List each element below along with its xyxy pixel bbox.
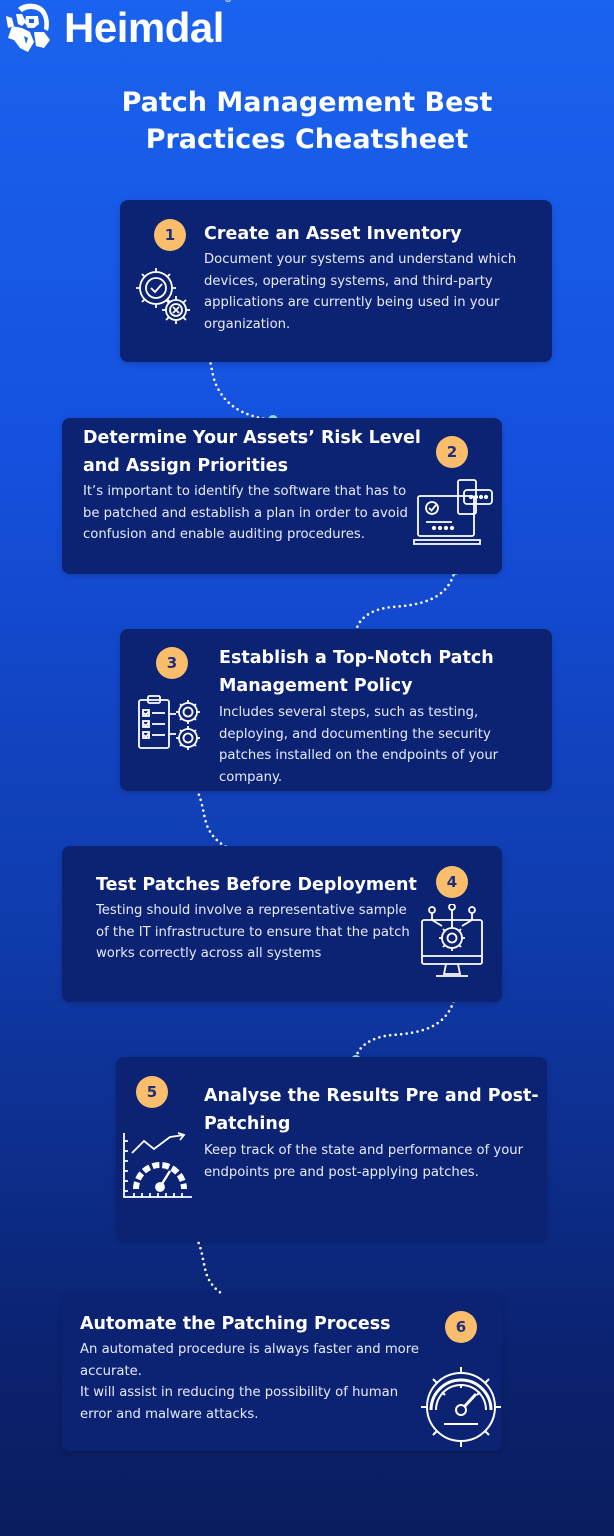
step-heading: Analyse the Results Pre and Post- Patchi…: [204, 1082, 539, 1138]
chart-gauge-icon: [120, 1127, 196, 1203]
step-heading-line: Analyse the Results Pre and Post-: [204, 1086, 539, 1106]
laptop-check-chat-icon: [412, 478, 496, 550]
step-description-line: accurate.: [80, 1363, 142, 1379]
step-description-line: deploying, and documenting the security: [219, 726, 491, 742]
step-description: An automated procedure is always faster …: [80, 1339, 419, 1425]
step-description-line: Document your systems and understand whi…: [204, 252, 517, 267]
step-heading: Establish a Top-Notch Patch Management P…: [219, 644, 494, 700]
gear-gauge-icon: [416, 1362, 506, 1452]
step-heading-line: Management Policy: [219, 676, 413, 696]
step-description: Keep track of the state and performance …: [204, 1140, 523, 1183]
step-description-line: works correctly across all systems: [96, 946, 322, 961]
title-line-2: Practices Cheatsheet: [145, 124, 469, 155]
heimdal-logo: Heimdal®: [4, 0, 232, 54]
viking-helmet-icon: [6, 3, 50, 52]
step-description-line: applications are currently being used in…: [204, 295, 500, 310]
step-description-line: confusion and enable auditing procedures…: [83, 527, 365, 542]
step-description-line: Testing should involve a representative …: [96, 903, 407, 918]
step-heading-line: Create an Asset Inventory: [204, 224, 462, 244]
step-heading: Test Patches Before Deployment: [96, 871, 417, 899]
title-line-1: Patch Management Best: [121, 87, 493, 118]
page-title: Patch Management Best Practices Cheatshe…: [0, 84, 614, 158]
step-description-line: error and malware attacks.: [80, 1406, 259, 1422]
step-card-4: 4 Test Patches Before Deployment Testing…: [62, 846, 502, 1002]
step-card-3: 3 Establish a Top-Notch Patch Management…: [120, 629, 552, 791]
step-number-badge: 6: [445, 1311, 477, 1343]
step-heading: Create an Asset Inventory: [204, 220, 462, 248]
step-heading-line: Determine Your Assets’ Risk Level: [83, 428, 421, 448]
step-description: It’s important to identify the software …: [83, 481, 408, 546]
step-number-badge: 4: [436, 866, 468, 898]
step-description: Document your systems and understand whi…: [204, 249, 516, 335]
step-heading-line: Automate the Patching Process: [80, 1314, 391, 1334]
step-heading: Automate the Patching Process: [80, 1310, 391, 1338]
connector-4-5: [354, 994, 457, 1062]
step-description-line: endpoints pre and post-applying patches.: [204, 1164, 479, 1180]
step-heading: Determine Your Assets’ Risk Level and As…: [83, 424, 421, 480]
step-card-2: 2 Determine Your Assets’ Risk Level and …: [62, 418, 502, 574]
step-description-line: It will assist in reducing the possibili…: [80, 1385, 399, 1400]
step-heading-line: Patching: [204, 1114, 291, 1134]
step-number-badge: 2: [436, 436, 468, 468]
step-number-badge: 3: [156, 647, 188, 679]
step-number-badge: 5: [136, 1076, 168, 1108]
step-description: Testing should involve a representative …: [96, 900, 410, 965]
step-description-line: devices, operating systems, and third-pa…: [204, 273, 493, 289]
step-description-line: of the IT infrastructure to ensure that …: [96, 924, 410, 940]
step-number-badge: 1: [154, 219, 186, 251]
step-description-line: Keep track of the state and performance …: [204, 1143, 524, 1158]
registered-mark: ®: [225, 0, 232, 4]
step-heading-line: and Assign Priorities: [83, 456, 289, 476]
step-description-line: organization.: [204, 316, 291, 332]
step-card-5: 5 Analyse the Results Pre and Post- Patc…: [116, 1057, 547, 1240]
step-heading-line: Establish a Top-Notch Patch: [219, 648, 494, 668]
step-description-line: patches installed on the endpoints of yo…: [219, 748, 499, 763]
step-description: Includes several steps, such as testing,…: [219, 702, 498, 788]
brand-name: Heimdal®: [64, 0, 232, 49]
gears-check-icon: [130, 262, 196, 328]
step-card-1: 1 Create an Asset Inventory Document you…: [120, 200, 552, 362]
connector-2-3: [354, 568, 457, 636]
step-description-line: Includes several steps, such as testing,: [219, 705, 479, 720]
step-card-6: 6 Automate the Patching Process An autom…: [62, 1294, 502, 1451]
monitor-gear-icon: [418, 904, 486, 984]
step-description-line: An automated procedure is always faster …: [80, 1342, 419, 1357]
checklist-gears-icon: [136, 694, 202, 754]
step-description-line: It’s important to identify the software …: [83, 484, 407, 499]
step-description-line: be patched and establish a plan in order…: [83, 505, 408, 521]
step-heading-line: Test Patches Before Deployment: [96, 875, 417, 895]
step-description-line: company.: [219, 769, 283, 785]
